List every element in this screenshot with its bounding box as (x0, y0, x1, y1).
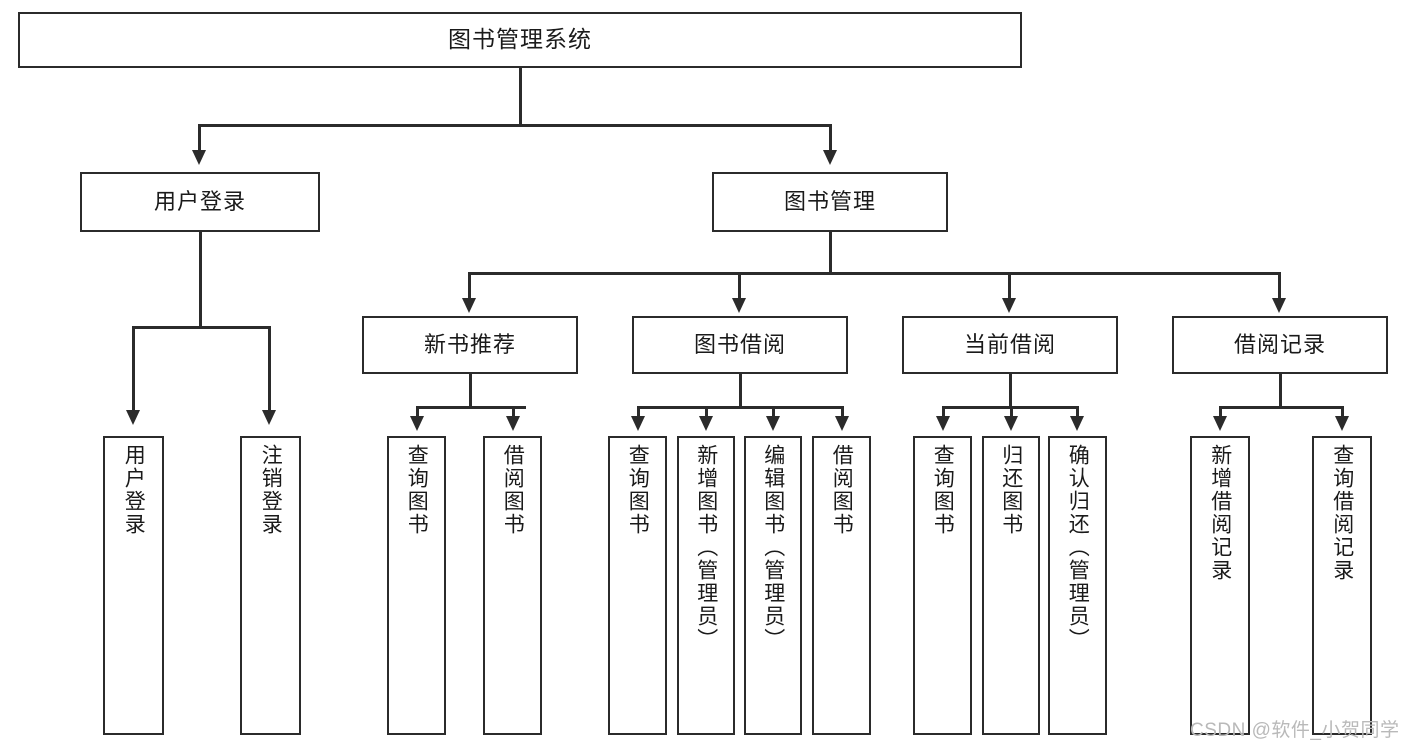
edge-level3-drop-2 (738, 272, 741, 300)
edge-level3-drop-1 (468, 272, 471, 300)
edge-user-login-drop-1 (132, 326, 135, 412)
edge-root-drop-right (829, 124, 832, 152)
arrow-to-leaf-confirm-return (1070, 416, 1084, 431)
node-label: 新增图书（管理员） (694, 444, 718, 651)
edge-book-borrow-drop-3 (772, 406, 775, 418)
arrow-to-new-book-recommend (462, 298, 476, 313)
node-label: 查询图书 (931, 444, 955, 536)
node-label: 新增借阅记录 (1208, 444, 1232, 582)
leaf-confirm-return[interactable]: 确认归还（管理员） (1048, 436, 1107, 735)
arrow-to-leaf-add-book (699, 416, 713, 431)
edge-book-borrow-drop-1 (637, 406, 640, 418)
arrow-to-current-borrow (1002, 298, 1016, 313)
leaf-query-book-current[interactable]: 查询图书 (913, 436, 972, 735)
arrow-to-book-management (823, 150, 837, 165)
edge-book-borrow-bus (637, 406, 843, 409)
node-root-system[interactable]: 图书管理系统 (18, 12, 1022, 68)
edge-current-borrow-drop-2 (1010, 406, 1013, 418)
arrow-to-leaf-query-book-2 (631, 416, 645, 431)
node-label: 用户登录 (153, 188, 246, 214)
edge-book-borrow-drop-2 (705, 406, 708, 418)
arrow-to-user-login (192, 150, 206, 165)
leaf-query-book-borrow[interactable]: 查询图书 (608, 436, 667, 735)
leaf-query-book-recommend[interactable]: 查询图书 (387, 436, 446, 735)
edge-borrow-record-bus (1219, 406, 1343, 409)
arrow-to-leaf-query-book-3 (936, 416, 950, 431)
arrow-to-leaf-add-record (1213, 416, 1227, 431)
node-label: 归还图书 (999, 444, 1023, 536)
node-label: 借阅图书 (501, 444, 525, 536)
arrow-to-borrow-record (1272, 298, 1286, 313)
node-current-borrow[interactable]: 当前借阅 (902, 316, 1118, 374)
node-label: 注销登录 (259, 444, 283, 536)
node-label: 用户登录 (122, 444, 146, 536)
edge-new-book-stem (469, 374, 472, 408)
node-label: 查询借阅记录 (1330, 444, 1354, 582)
edge-new-book-drop-1 (416, 406, 419, 418)
edge-current-borrow-drop-3 (1076, 406, 1079, 418)
node-label: 编辑图书（管理员） (761, 444, 785, 651)
arrow-to-leaf-return-book (1004, 416, 1018, 431)
leaf-user-login[interactable]: 用户登录 (103, 436, 164, 735)
node-label: 新书推荐 (423, 331, 516, 357)
leaf-add-borrow-record[interactable]: 新增借阅记录 (1190, 436, 1250, 735)
edge-user-login-stem (199, 232, 202, 328)
arrow-to-leaf-query-book-1 (410, 416, 424, 431)
node-label: 借阅记录 (1233, 331, 1326, 357)
arrow-to-book-borrow (732, 298, 746, 313)
edge-level3-drop-4 (1278, 272, 1281, 300)
node-borrow-record[interactable]: 借阅记录 (1172, 316, 1388, 374)
edge-current-borrow-stem (1009, 374, 1012, 408)
node-label: 图书管理 (783, 188, 876, 214)
node-book-borrow[interactable]: 图书借阅 (632, 316, 848, 374)
arrow-to-leaf-borrow-book-2 (835, 416, 849, 431)
edge-root-stem (519, 68, 522, 126)
edge-level3-bus (468, 272, 1280, 275)
node-book-management[interactable]: 图书管理 (712, 172, 948, 232)
node-label: 查询图书 (405, 444, 429, 536)
edge-root-bus (198, 124, 832, 127)
arrow-to-leaf-query-record (1335, 416, 1349, 431)
edge-book-management-stem (829, 232, 832, 274)
edge-book-borrow-stem (739, 374, 742, 408)
edge-new-book-bus (416, 406, 526, 409)
leaf-logout[interactable]: 注销登录 (240, 436, 301, 735)
node-label: 查询图书 (626, 444, 650, 536)
leaf-query-borrow-record[interactable]: 查询借阅记录 (1312, 436, 1372, 735)
edge-book-borrow-drop-4 (841, 406, 844, 418)
leaf-edit-book[interactable]: 编辑图书（管理员） (744, 436, 802, 735)
csdn-watermark: CSDN @软件_小贺同学 (1190, 720, 1400, 741)
edge-current-borrow-drop-1 (942, 406, 945, 418)
node-label: 借阅图书 (830, 444, 854, 536)
edge-user-login-drop-2 (268, 326, 271, 412)
edge-user-login-bus (132, 326, 270, 329)
edge-borrow-record-stem (1279, 374, 1282, 408)
node-label: 确认归还（管理员） (1066, 444, 1090, 651)
leaf-return-book[interactable]: 归还图书 (982, 436, 1040, 735)
node-label: 图书借阅 (693, 331, 786, 357)
leaf-add-book[interactable]: 新增图书（管理员） (677, 436, 735, 735)
node-label: 当前借阅 (963, 331, 1056, 357)
edge-level3-drop-3 (1008, 272, 1011, 300)
arrow-to-leaf-user-login (126, 410, 140, 425)
edge-borrow-record-drop-1 (1219, 406, 1222, 418)
leaf-borrow-book-recommend[interactable]: 借阅图书 (483, 436, 542, 735)
arrow-to-leaf-borrow-book-1 (506, 416, 520, 431)
leaf-borrow-book[interactable]: 借阅图书 (812, 436, 871, 735)
edge-new-book-drop-2 (512, 406, 515, 418)
node-new-book-recommend[interactable]: 新书推荐 (362, 316, 578, 374)
node-user-login[interactable]: 用户登录 (80, 172, 320, 232)
edge-root-drop-left (198, 124, 201, 152)
node-label: 图书管理系统 (448, 26, 592, 53)
arrow-to-leaf-edit-book (766, 416, 780, 431)
arrow-to-leaf-logout (262, 410, 276, 425)
edge-borrow-record-drop-2 (1341, 406, 1344, 418)
